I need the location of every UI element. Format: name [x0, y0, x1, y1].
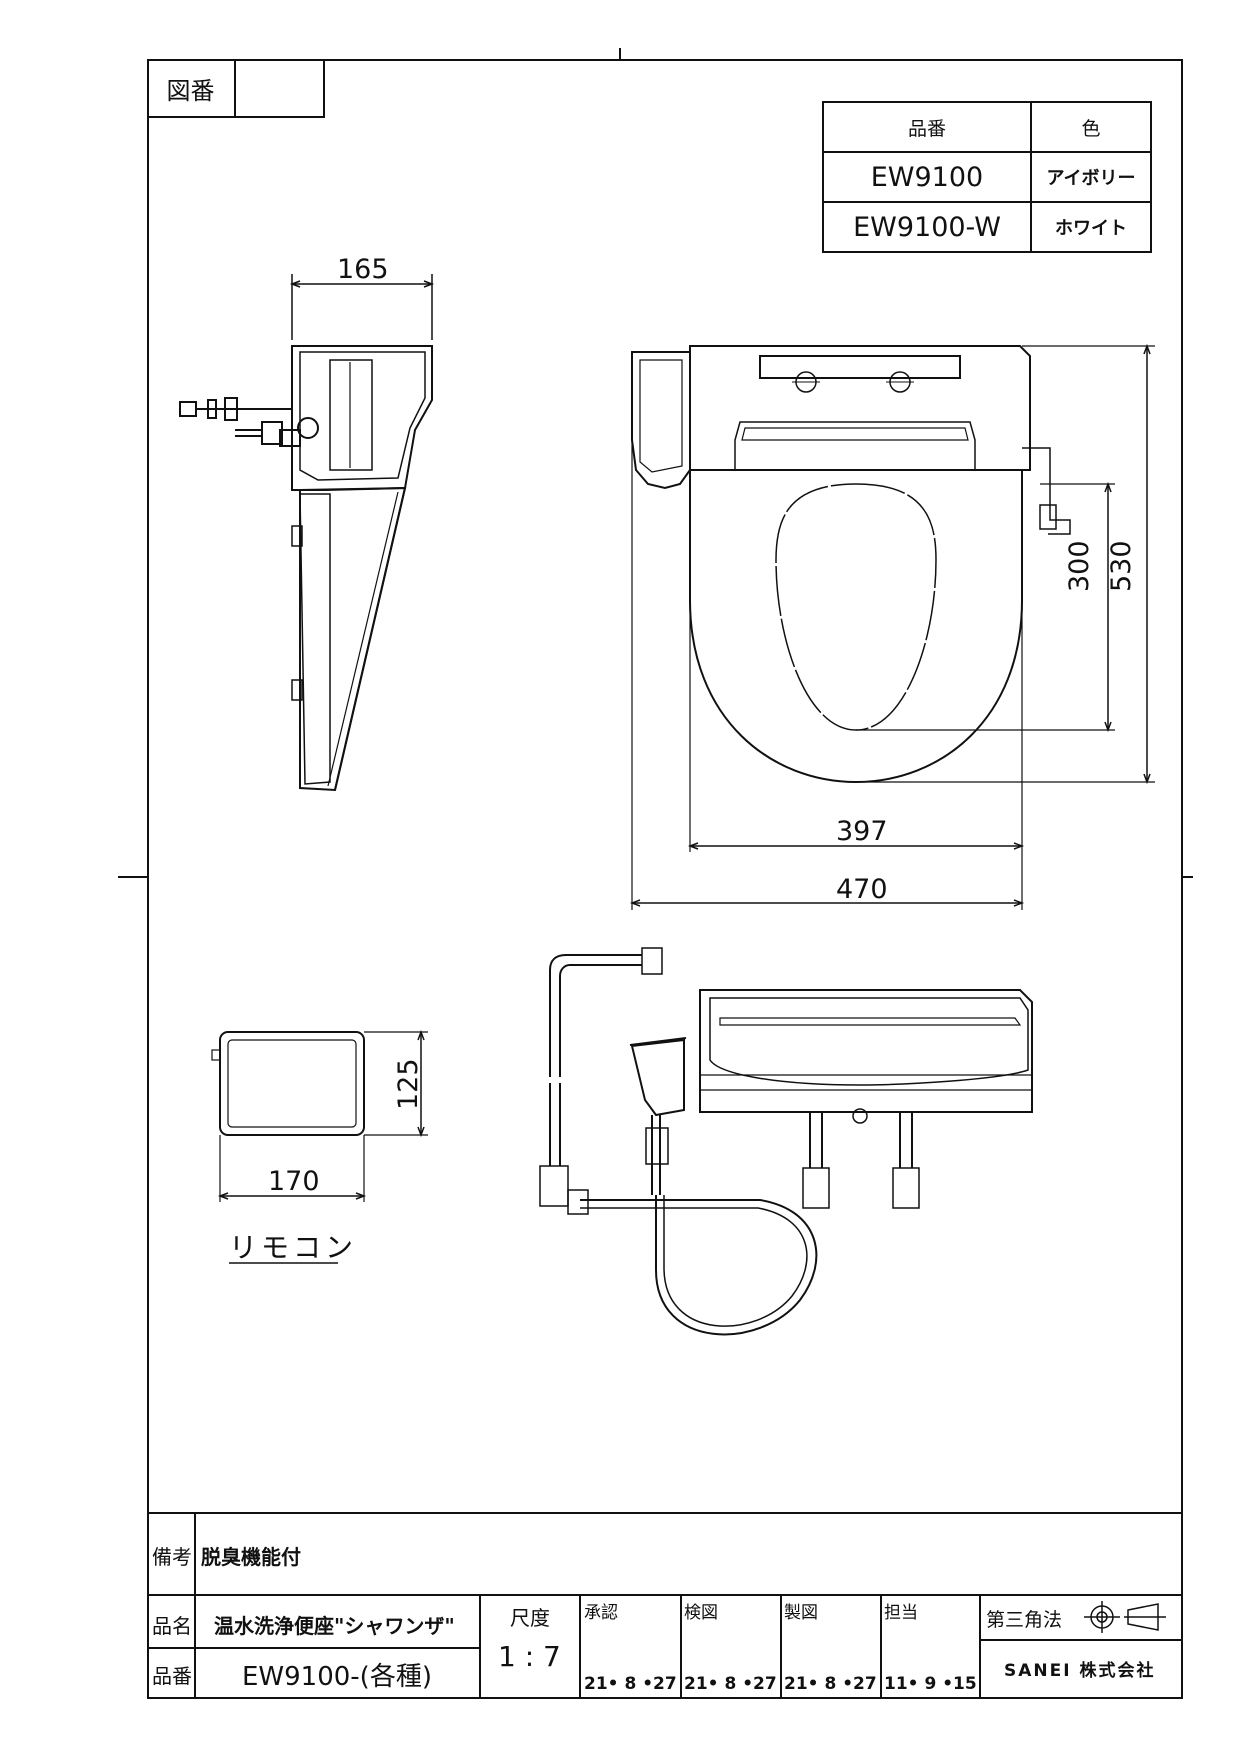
color-table: 品番 色 EW9100 アイボリー EW9100-W ホワイト: [822, 101, 1152, 253]
scale-value: 1 : 7: [498, 1640, 561, 1673]
approval-date: 21• 8 •27: [584, 1674, 677, 1694]
color-table-header-model: 品番: [822, 101, 1032, 153]
side-view: [179, 274, 435, 792]
drawing-number-box: [147, 59, 325, 118]
remote-label: リモコン: [229, 1231, 358, 1264]
color-table-header-color: 色: [1030, 101, 1152, 153]
dimension-inner-width: 397: [836, 816, 888, 847]
scale-label: 尺度: [510, 1606, 550, 1630]
dimension-remote-height: 125: [393, 1058, 424, 1110]
remarks-label: 備考: [152, 1545, 192, 1569]
check-date: 21• 8 •27: [684, 1674, 777, 1694]
color-table-color: ホワイト: [1030, 201, 1152, 253]
drawing-frame: [147, 59, 1183, 1699]
company-name: SANEI 株式会社: [1004, 1661, 1156, 1681]
third-angle-projection-symbol: [1084, 1601, 1166, 1633]
part-number-label: 品番: [152, 1664, 192, 1688]
check-label: 検図: [684, 1603, 718, 1623]
projection-label: 第三角法: [986, 1609, 1063, 1631]
charge-label: 担当: [884, 1603, 918, 1623]
dimension-remote-width: 170: [268, 1166, 320, 1197]
dimension-opening-length: 300: [1064, 540, 1095, 592]
drawing-number-label: 図番: [147, 59, 236, 118]
top-view: [629, 343, 1155, 910]
title-block-grid: [147, 1512, 1183, 1697]
product-name-label: 品名: [152, 1614, 192, 1638]
center-mark-right: [1183, 876, 1193, 878]
charge-date: 11• 9 •15: [884, 1674, 977, 1694]
remarks-value: 脱臭機能付: [201, 1545, 301, 1569]
color-table-model: EW9100: [822, 151, 1032, 203]
color-table-model: EW9100-W: [822, 201, 1032, 253]
front-view: [530, 947, 1033, 1336]
draft-label: 製図: [784, 1603, 818, 1623]
product-name-value: 温水洗浄便座"シャワンザ": [214, 1614, 455, 1638]
dimension-side-depth: 165: [337, 254, 389, 285]
approval-label: 承認: [584, 1603, 618, 1623]
dimension-outer-width: 470: [836, 874, 888, 905]
center-mark-left: [118, 876, 148, 878]
color-table-color: アイボリー: [1030, 151, 1152, 203]
center-mark-top: [619, 48, 621, 60]
part-number-value: EW9100-(各種): [242, 1662, 432, 1692]
remote-view: [211, 1029, 428, 1264]
dimension-total-length: 530: [1106, 540, 1137, 592]
draft-date: 21• 8 •27: [784, 1674, 877, 1694]
